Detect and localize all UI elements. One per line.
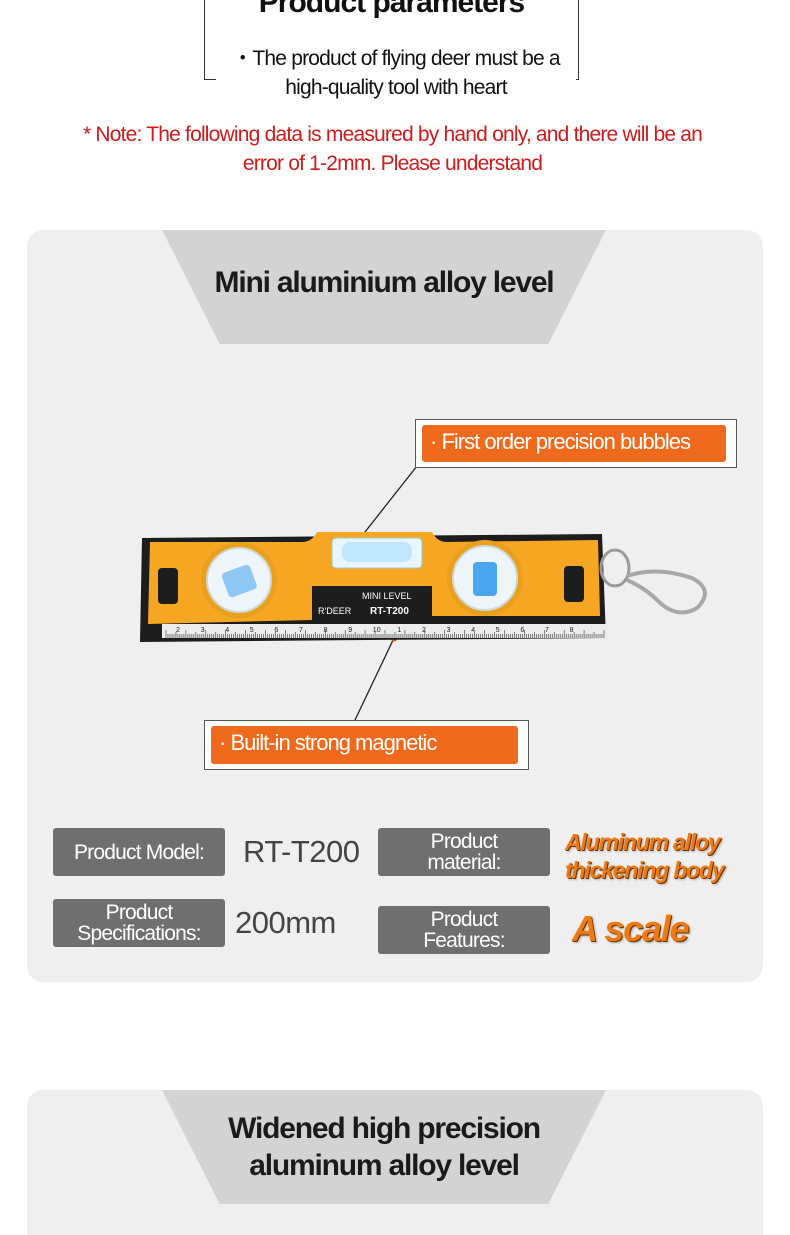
label-product-model: Product Model: xyxy=(53,828,225,876)
ruler-number: 6 xyxy=(520,627,524,634)
ruler-number: 10 xyxy=(373,627,381,634)
title-banner xyxy=(162,1090,606,1204)
ruler-number: 9 xyxy=(348,627,352,634)
mini-level-product-image: MINI LEVEL R'DEER RT-T200 2 3 4 5 6 7 8 9 10 1 2 3 4… xyxy=(132,528,707,650)
ruler-number: 3 xyxy=(201,627,205,634)
ruler-number: 2 xyxy=(422,627,426,634)
label-product-specifications: Product Specifications: xyxy=(53,899,225,947)
model-mark-text: RT-T200 xyxy=(370,606,409,617)
callout-precision-bubbles: · First order precision bubbles xyxy=(415,419,737,468)
mini-level-text: MINI LEVEL xyxy=(362,591,412,601)
ruler-number: 8 xyxy=(324,627,328,634)
level-drawing: MINI LEVEL R'DEER RT-T200 2 3 4 5 6 7 8 9 10 1 2 3 4… xyxy=(140,532,608,642)
ruler-number: 4 xyxy=(225,627,229,634)
title-banner xyxy=(162,230,606,344)
ruler-number: 1 xyxy=(397,627,401,634)
callout-label: · Built-in strong magnetic xyxy=(211,726,518,764)
ruler-number: 7 xyxy=(545,627,549,634)
callout-label: · First order precision bubbles xyxy=(422,425,726,462)
page-title: Product parameters xyxy=(258,0,525,19)
ruler-number: 5 xyxy=(250,627,254,634)
value-product-specifications: 200mm xyxy=(235,905,336,940)
label-product-features: Product Features: xyxy=(378,906,550,954)
ruler-number: 8 xyxy=(570,627,574,634)
label-product-material: Product material: xyxy=(378,828,550,876)
section-title: Mini aluminium alloy level xyxy=(214,266,555,299)
ruler-number: 7 xyxy=(299,627,303,634)
value-product-model: RT-T200 xyxy=(243,834,360,869)
brand-text: R'DEER xyxy=(318,606,352,616)
measurement-note: * Note: The following data is measured b… xyxy=(82,123,703,175)
ruler-number: 5 xyxy=(496,627,500,634)
ruler-number: 2 xyxy=(176,627,180,634)
section-title: Widened high precision aluminum alloy le… xyxy=(228,1112,541,1182)
header-subtitle: ・The product of flying deer must be a hi… xyxy=(216,44,576,102)
ruler-numbers: 2 3 4 5 6 7 8 9 10 1 2 3 4 5 6 7 8 xyxy=(176,627,574,634)
ruler-number: 4 xyxy=(471,627,475,634)
product-panel-widened-level: Widened high precision aluminum alloy le… xyxy=(27,1090,763,1235)
callout-strong-magnetic: · Built-in strong magnetic xyxy=(204,720,529,770)
carabiner-keyring-icon xyxy=(599,548,707,615)
ruler-ticks xyxy=(165,630,605,638)
ruler-number: 3 xyxy=(447,627,451,634)
product-panel-mini-level: Mini aluminium alloy level · First order… xyxy=(27,230,763,982)
ruler-number: 6 xyxy=(274,627,278,634)
value-product-material: Aluminum alloy thickening body xyxy=(565,829,725,883)
value-product-features: A scale xyxy=(572,908,690,949)
